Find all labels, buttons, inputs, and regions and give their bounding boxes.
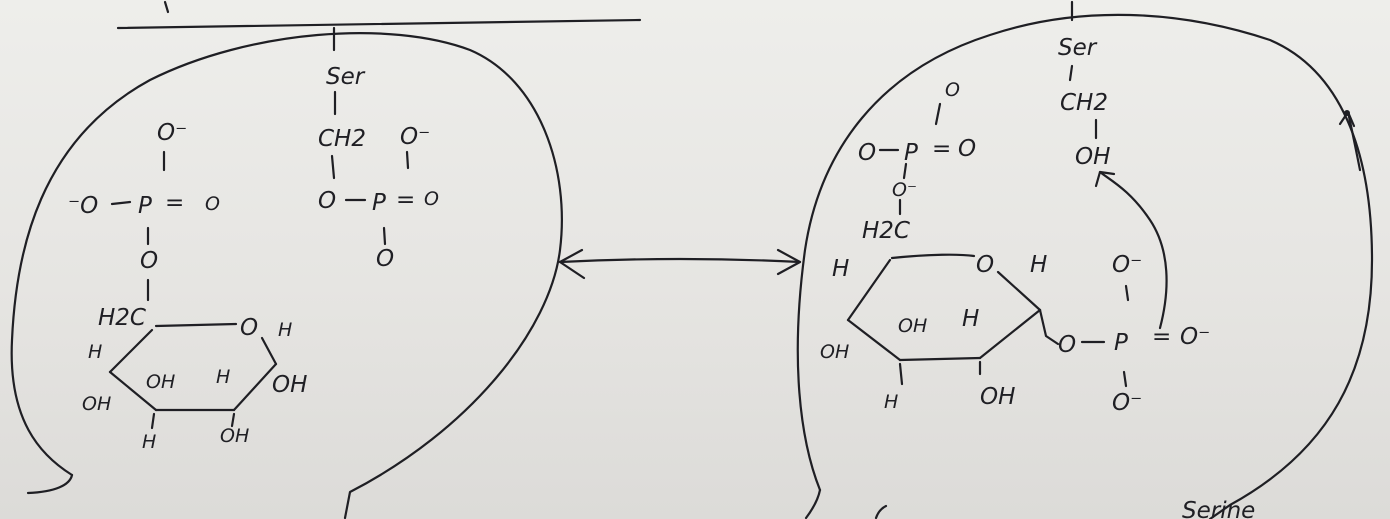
left-p2-o-bottom: O [376,246,394,272]
left-ring-c5-o [154,322,238,328]
outline-marker-arrow [1346,110,1362,172]
attack-arrow-head-icon [1094,170,1116,188]
right-ring-c5-o [890,253,976,260]
right-p1-o-top: O [945,79,960,101]
left-c3-down-bond [150,412,156,430]
left-p2-o-top: O⁻ [400,124,430,150]
left-p2-o-right: O [424,188,439,210]
left-p1-o-right: O [205,193,220,215]
right-p2-o-bottom: O⁻ [1112,390,1142,416]
oh-label-right: OH [1075,144,1110,170]
left-oh-c2-down: OH [220,425,249,447]
ser-label-left: Ser [326,64,366,90]
right-p1-bottom-bond [902,162,908,180]
bottom-stroke-left [874,504,888,519]
right-c3-down-bond [898,362,904,386]
footer-fragment: Serine [1182,498,1255,519]
right-ring-o: O [976,252,994,278]
right-enzyme-outline [796,13,1374,519]
right-ring-o-c1 [996,270,1042,312]
left-h-c2-up: H [216,366,230,388]
right-p1-eq: = [932,136,951,162]
right-p2-o-link: O [1058,332,1076,358]
outline-marker-dot [1344,110,1350,116]
left-c2-down-bond [230,412,236,428]
left-p1-p: P [138,193,152,219]
left-p1-o-top: O⁻ [157,120,187,146]
left-ring-c5-c4 [108,328,154,374]
top-left-mark [163,0,170,14]
ser-ch2-bond-right [1068,64,1074,82]
nucleophilic-attack-arrow [1098,170,1168,330]
right-p2-bottom-bond [1122,370,1128,388]
right-ring-c2-c1 [978,308,1042,360]
ch2-label-right: CH2 [1060,90,1108,116]
right-ring-c4-c3 [846,318,902,362]
right-p1-p: P [904,140,918,166]
right-h-c1: H [1030,252,1047,278]
left-ring-c2-c1 [232,362,278,412]
left-p2-top-bond [405,150,410,170]
top-divider-line [116,18,642,30]
right-outline-tail [804,488,822,519]
left-p1-eq: = [165,190,184,216]
right-p2-eq: = [1152,324,1171,350]
left-oh-c3-up: OH [146,371,175,393]
arrow-head-right-icon [776,248,802,276]
left-p2-bottom-bond [382,226,387,246]
right-h-c3-down: H [884,391,898,413]
right-p1-o-left: O [858,140,876,166]
ch2-label-left: CH2 [318,126,366,152]
right-ring-c5-c4 [846,258,892,322]
left-outline-tail [26,473,74,495]
right-p1-o-bottom: O⁻ [892,179,917,201]
left-ring-o-c1 [260,336,278,366]
right-p1-top-bond [934,102,942,126]
right-p2-o-right: O⁻ [1180,324,1210,350]
left-h-c5: H [88,341,102,363]
right-p1-o-right: O [958,136,976,162]
right-ring-c3-c2 [898,356,982,362]
left-p1-o-left: ⁻O [68,193,98,219]
left-oh-c4: OH [82,393,111,415]
left-h2c: H2C [98,305,146,331]
left-enzyme-outline [10,32,563,519]
ser-label-right: Ser [1058,35,1098,61]
left-ring-c4-c3 [108,370,158,412]
right-c1-o-bond [1038,308,1060,346]
left-p2-p: P [372,190,386,216]
right-p2-top-bond [1124,284,1130,302]
right-h-c5: H [832,256,849,282]
right-oh-c3-up: OH [898,315,927,337]
right-h-c2-up: H [962,306,979,332]
right-h2c: H2C [862,218,910,244]
right-oh-c2-down: OH [980,384,1015,410]
left-p2-eq: = [396,187,415,213]
arrow-head-left-icon [558,248,586,280]
left-h-c1: H [278,319,292,341]
equilibrium-arrow-shaft [558,257,802,264]
left-p1-o-bottom: O [140,248,158,274]
left-oh-c1: OH [272,372,307,398]
right-oh-c4: OH [820,341,849,363]
left-h-c3-down: H [142,431,156,453]
right-p2-p: P [1114,330,1128,356]
right-p2-o-top: O⁻ [1112,252,1142,278]
left-p1-dash [110,200,132,206]
left-p2-o-left: O [318,188,336,214]
ch2-o-bond-left [330,154,336,180]
left-ring-o: O [240,315,258,341]
